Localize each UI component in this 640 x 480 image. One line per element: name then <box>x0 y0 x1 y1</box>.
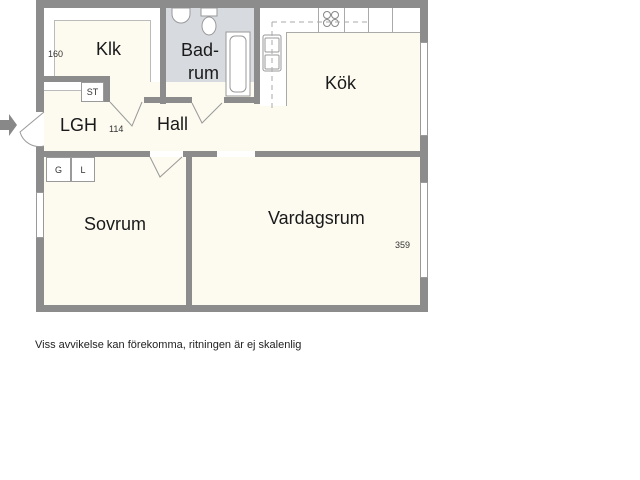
arrow-right-icon <box>0 114 17 136</box>
wall-right <box>420 0 428 312</box>
wall-klk-bath <box>160 0 166 104</box>
wall-bath-bottom <box>144 97 192 103</box>
window-kitchen <box>420 42 428 136</box>
window-sovrum <box>36 192 44 238</box>
door-klk[interactable] <box>109 101 144 128</box>
wall-hall-bottom-mid <box>183 151 217 157</box>
hall-floor <box>44 82 260 151</box>
dimension-vardagsrum: 359 <box>395 240 411 250</box>
wall-bath-kitchen <box>254 0 260 104</box>
wall-bath-bottom-right <box>224 97 260 103</box>
window-vardagsrum <box>420 182 428 278</box>
wall-st-right <box>104 76 110 102</box>
wall-top <box>36 0 428 8</box>
dimension-lgh: 114 <box>109 124 124 134</box>
klk-right-shelf <box>150 20 157 82</box>
counter-dashed-line <box>271 21 370 108</box>
wall-left-upper <box>36 0 44 112</box>
closet-g: G <box>46 157 71 182</box>
wall-sovrum-vardagsrum <box>186 151 192 307</box>
room-label-sovrum: Sovrum <box>84 214 147 234</box>
bathtub-icon <box>225 31 251 97</box>
room-label-kok: Kök <box>325 73 357 93</box>
wall-bottom <box>36 305 428 312</box>
closet-l: L <box>71 157 95 182</box>
washbasin-icon <box>171 7 191 24</box>
kitchen-cabinet-divider-1 <box>318 8 319 32</box>
room-label-hall: Hall <box>157 114 189 134</box>
kitchen-cabinet-divider-2 <box>344 8 345 32</box>
toilet-icon <box>200 7 218 36</box>
room-label-badrum-1: Bad- <box>181 40 220 60</box>
room-label-vardagsrum: Vardagsrum <box>268 208 365 228</box>
vardagsrum-floor <box>192 157 420 305</box>
wall-klk-bottom <box>44 76 110 82</box>
klk-shelf <box>44 8 156 21</box>
kitchen-cabinet-divider-3 <box>368 8 369 32</box>
st-shelf <box>44 82 104 91</box>
room-label-badrum-2: rum <box>188 63 219 83</box>
door-sovrum[interactable] <box>149 156 184 179</box>
door-entrance[interactable] <box>16 111 46 148</box>
wall-hall-bottom-left <box>44 151 150 157</box>
wall-hall-bottom-right <box>255 151 420 157</box>
stove-icon <box>323 11 339 27</box>
disclaimer-text: Viss avvikelse kan förekomma, ritningen … <box>35 339 302 351</box>
dimension-klk: 160 <box>48 49 64 59</box>
closet-st: ST <box>81 82 104 102</box>
room-label-klk: Klk <box>96 39 122 59</box>
door-bathroom[interactable] <box>191 102 224 125</box>
klk-side-shelf <box>44 20 55 82</box>
kitchen-counter-top <box>260 8 420 33</box>
room-label-lgh: LGH <box>60 115 98 135</box>
kitchen-cabinet-divider-4 <box>392 8 393 32</box>
